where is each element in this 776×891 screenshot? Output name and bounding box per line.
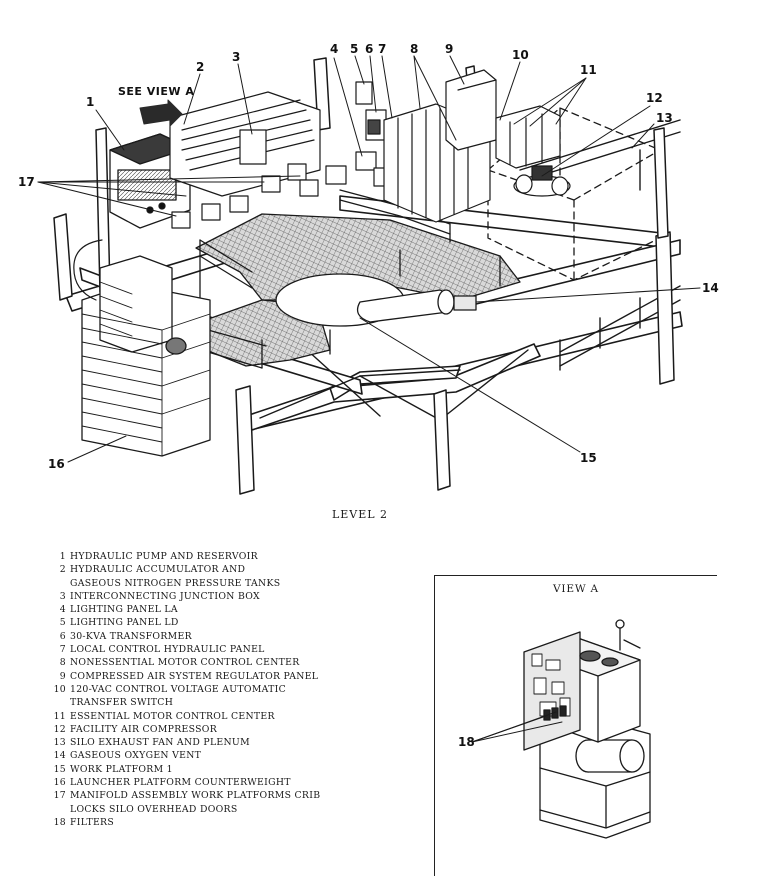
- legend-text: FACILITY AIR COMPRESSOR: [70, 723, 218, 735]
- legend-text: HYDRAULIC PUMP AND RESERVOIR: [70, 551, 258, 562]
- legend-item: 12 FACILITY AIR COMPRESSOR: [54, 723, 398, 736]
- legend-number: 8: [59, 657, 66, 669]
- view-a-title: VIEW A: [553, 583, 599, 595]
- legend-item: 16 LAUNCHER PLATFORM COUNTERWEIGHT: [54, 776, 398, 789]
- legend-text: FILTERS: [70, 816, 114, 828]
- legend-text: ESSENTIAL MOTOR CONTROL CENTER: [70, 710, 275, 722]
- view-a-leaders: [471, 711, 563, 743]
- legend-item: 9 COMPRESSED AIR SYSTEM REGULATOR PANEL: [58, 670, 398, 683]
- legend-text: LOCAL CONTROL HYDRAULIC PANEL: [70, 644, 265, 656]
- accumulator-tanks: [169, 91, 321, 197]
- legend-number: 4: [59, 604, 66, 616]
- legend-number: 2: [59, 564, 66, 576]
- callout-10: 10: [512, 48, 529, 62]
- legend-number: 1: [59, 551, 66, 562]
- legend-text: NONESSENTIAL MOTOR CONTROL CENTER: [70, 657, 300, 669]
- legend-text: INTERCONNECTING JUNCTION BOX: [70, 590, 260, 602]
- callout-9: 9: [445, 42, 453, 56]
- level-title: LEVEL 2: [331, 508, 389, 521]
- callout-2: 2: [196, 60, 204, 74]
- legend-number: 9: [59, 670, 66, 682]
- legend-item: 13 SILO EXHAUST FAN AND PLENUM: [54, 736, 398, 749]
- legend-number: 15: [53, 763, 66, 775]
- callout-1: 1: [86, 95, 94, 109]
- legend-item: 3 INTERCONNECTING JUNCTION BOX: [58, 590, 398, 603]
- legend-number: 18: [53, 816, 66, 828]
- legend-text: MANIFOLD ASSEMBLY WORK PLATFORMS CRIB: [70, 790, 321, 802]
- legend-text: GASEOUS OXYGEN VENT: [70, 750, 202, 762]
- legend-text: COMPRESSED AIR SYSTEM REGULATOR PANEL: [70, 670, 319, 682]
- platform-railings: [199, 189, 501, 369]
- callout-5: 5: [350, 42, 358, 56]
- work-platform-grating: [195, 213, 521, 367]
- columns: [53, 57, 675, 495]
- legend-text-line2: GASEOUS NITROGEN PRESSURE TANKS: [70, 577, 281, 589]
- essential-mcc: [495, 105, 561, 169]
- legend-item: 1 HYDRAULIC PUMP AND RESERVOIR: [58, 550, 398, 563]
- view-a-panel: VIEW A: [434, 575, 717, 876]
- legend-number: 6: [59, 630, 66, 642]
- legend-text: LIGHTING PANEL LA: [70, 604, 178, 616]
- callout-18: 18: [458, 735, 475, 749]
- legend-number: 16: [53, 777, 66, 789]
- callout-7: 7: [378, 42, 386, 56]
- legend-number: 11: [53, 710, 66, 722]
- legend-number: 13: [53, 737, 66, 749]
- legend-number: 14: [53, 750, 66, 762]
- legend-text: HYDRAULIC ACCUMULATOR AND: [70, 564, 246, 576]
- truss-members: [259, 339, 529, 421]
- legend-text: LAUNCHER PLATFORM COUNTERWEIGHT: [70, 777, 291, 789]
- legend-text-line2: LOCKS SILO OVERHEAD DOORS: [70, 803, 238, 815]
- legend-number: 5: [59, 617, 66, 629]
- legend-text: SILO EXHAUST FAN AND PLENUM: [70, 737, 250, 749]
- legend-number: 12: [53, 723, 66, 735]
- lighting-panels: [355, 81, 387, 141]
- legend-text: WORK PLATFORM 1: [70, 763, 173, 775]
- see-view-arrow: [139, 99, 183, 127]
- view-a-drawing: [523, 619, 651, 839]
- legend-item: 18 FILTERS: [54, 816, 398, 829]
- legend-number: 3: [59, 590, 66, 602]
- legend-item: 14 GASEOUS OXYGEN VENT: [54, 749, 398, 762]
- legend-text: 30-KVA TRANSFORMER: [70, 630, 192, 642]
- legend-list: 1 HYDRAULIC PUMP AND RESERVOIR 2 HYDRAULIC…: [54, 550, 398, 829]
- callout-8: 8: [410, 42, 418, 56]
- callout-numbers: 1 2 3 4 5 6 7 8 9 10 11 12 13 14 15 16 1…: [18, 42, 719, 471]
- callout-11: 11: [580, 63, 597, 77]
- air-compressor: [513, 165, 571, 197]
- callout-17: 17: [18, 175, 35, 189]
- legend-text-line2: TRANSFER SWITCH: [70, 697, 174, 709]
- callout-13: 13: [656, 111, 673, 125]
- legend-item: 11 ESSENTIAL MOTOR CONTROL CENTER: [54, 710, 398, 723]
- legend-item: 15 WORK PLATFORM 1: [54, 763, 398, 776]
- legend-item: 8 NONESSENTIAL MOTOR CONTROL CENTER: [58, 656, 398, 669]
- legend-number: 10: [53, 683, 66, 695]
- callout-3: 3: [232, 50, 240, 64]
- legend-item: 7 LOCAL CONTROL HYDRAULIC PANEL: [58, 643, 398, 656]
- legend-item: 5 LIGHTING PANEL LD: [58, 616, 398, 629]
- legend-text: LIGHTING PANEL LD: [70, 617, 179, 629]
- legend-number: 7: [59, 644, 66, 656]
- gaseous-oxygen-vent: [356, 289, 477, 323]
- launcher-counterweight: [81, 255, 211, 457]
- callout-6: 6: [365, 42, 373, 56]
- cable: [73, 239, 103, 301]
- legend-item: 6 30-KVA TRANSFORMER: [58, 630, 398, 643]
- callout-15: 15: [580, 451, 597, 465]
- legend-number: 17: [53, 790, 66, 802]
- legend-item: 4 LIGHTING PANEL LA: [58, 603, 398, 616]
- legend-text: 120-VAC CONTROL VOLTAGE AUTOMATIC: [70, 683, 287, 695]
- callout-14: 14: [702, 281, 719, 295]
- motor-control-center: [383, 69, 497, 223]
- callout-16: 16: [48, 457, 65, 471]
- callout-12: 12: [646, 91, 663, 105]
- legend-item: 10 120-VAC CONTROL VOLTAGE AUTOMATIC TRANS…: [54, 683, 398, 710]
- leader-lines: [37, 55, 701, 463]
- see-view-label: SEE VIEW A: [118, 85, 194, 98]
- callout-4: 4: [330, 42, 338, 56]
